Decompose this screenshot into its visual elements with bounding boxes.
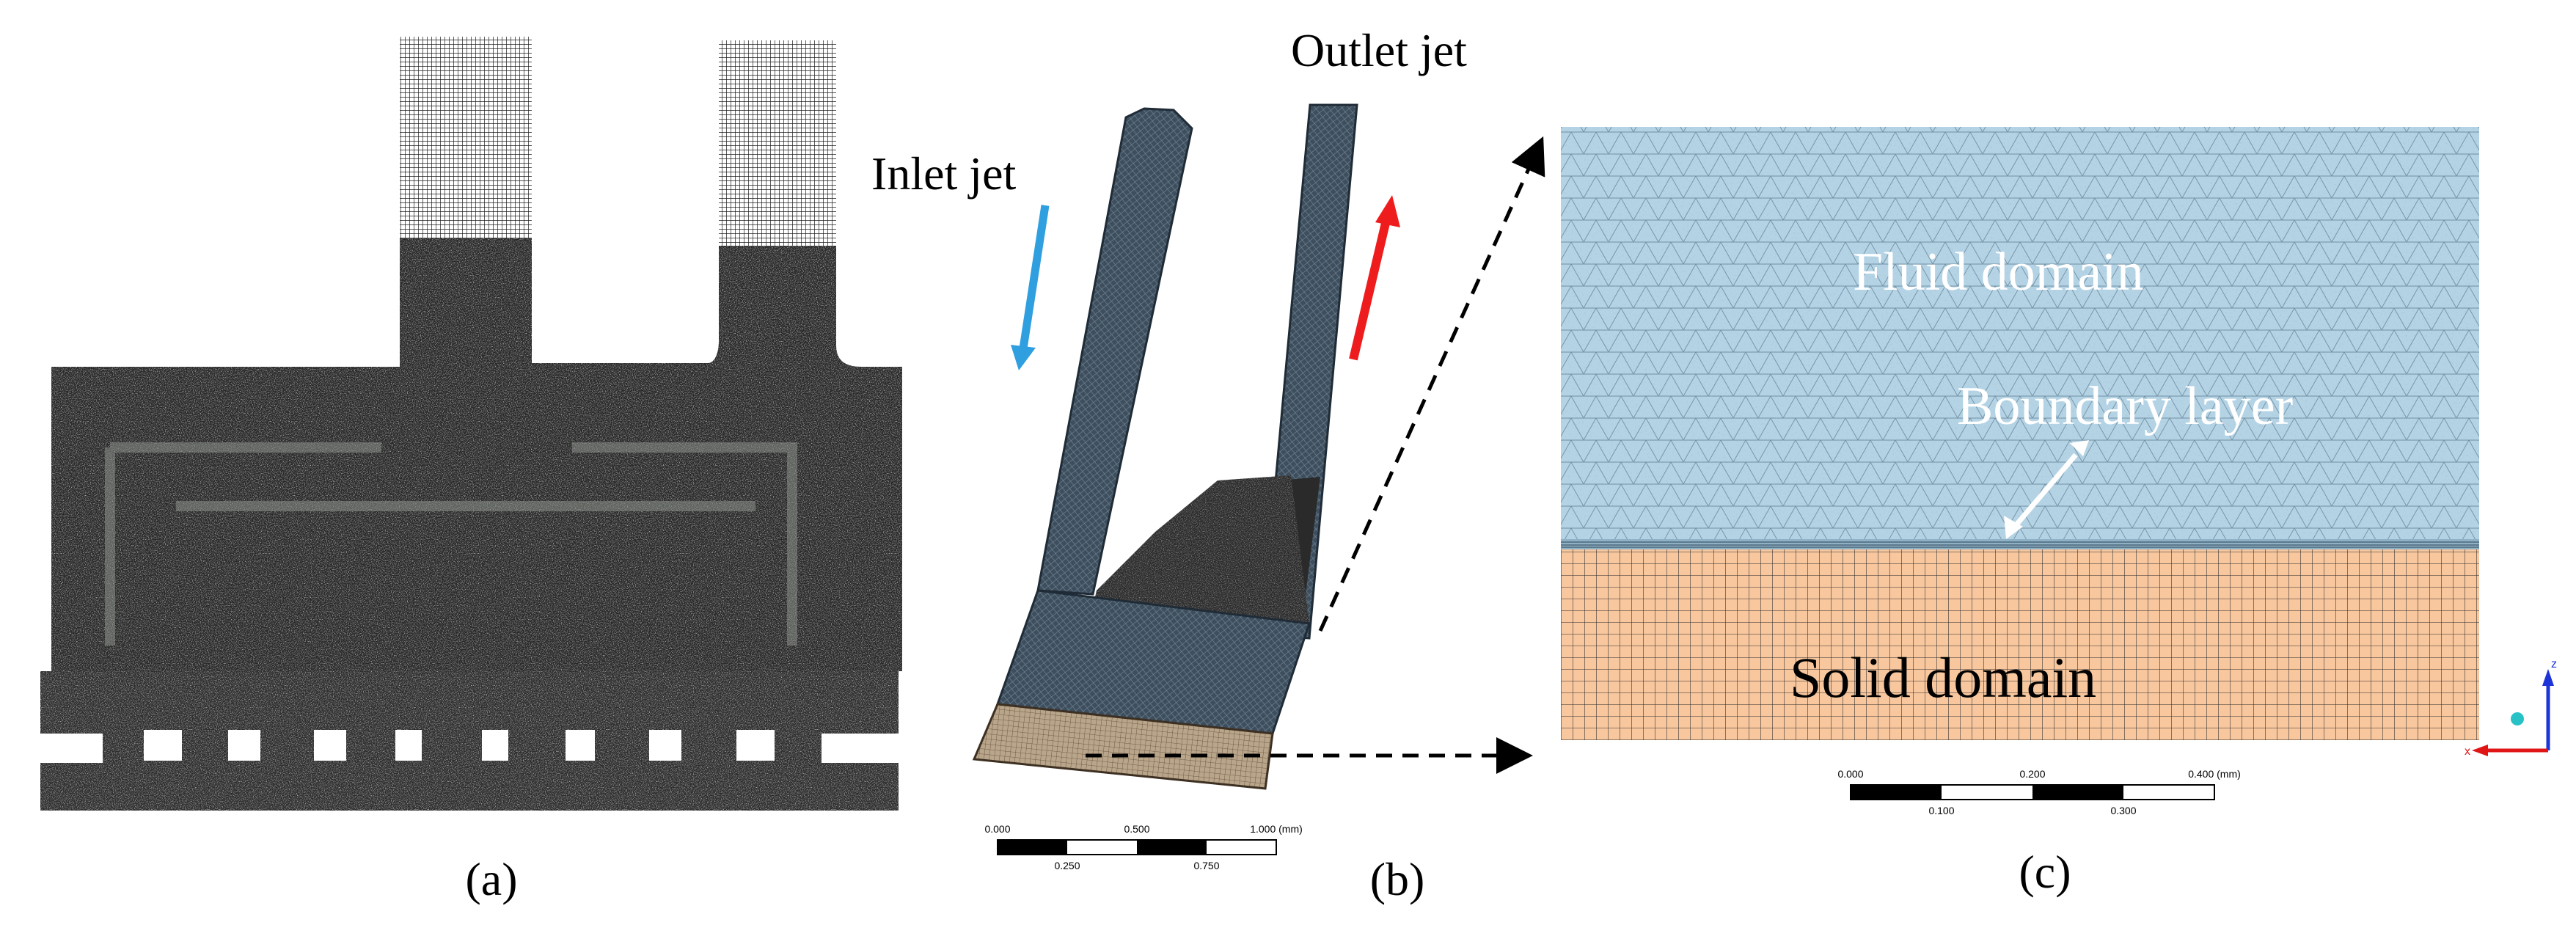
- scale-seg-b-2: [1137, 840, 1207, 855]
- scale-b-top-2: 1.000 (mm): [1250, 823, 1303, 835]
- scale-c-bot-1: 0.300: [2110, 805, 2136, 816]
- inlet-jet-grid-a: [400, 37, 532, 238]
- substrate-b: [972, 703, 1274, 790]
- gap-1: [144, 730, 182, 761]
- scale-b-bot-1: 0.750: [1193, 860, 1219, 871]
- scale-bar-c: 0.000 0.200 0.400 (mm) 0.100 0.300: [1837, 768, 2240, 816]
- inlet-arrow: [1019, 205, 1050, 349]
- scale-seg-c-2: [2032, 785, 2123, 800]
- inlet-jet-label: Inlet jet: [871, 147, 1016, 200]
- caption-c: (c): [2019, 846, 2071, 898]
- scale-b-top-1: 0.500: [1124, 823, 1149, 835]
- caption-b: (b): [1370, 853, 1425, 905]
- gap-6: [566, 730, 595, 761]
- outlet-arrow: [1349, 219, 1391, 361]
- panel-a: (a): [40, 37, 902, 905]
- scale-c-top-0: 0.000: [1837, 768, 1863, 780]
- inner-channel-a: [105, 442, 797, 646]
- gap-7: [649, 730, 681, 761]
- outlet-jet-label: Outlet jet: [1291, 24, 1467, 76]
- panel-c: Fluid domain Boundary layer Solid domain…: [1561, 127, 2557, 898]
- gap-8: [736, 730, 775, 761]
- inlet-arrow-head: [1011, 345, 1036, 370]
- scale-b-bot-0: 0.250: [1054, 860, 1080, 871]
- gap-5: [482, 730, 508, 761]
- solid-domain: [1561, 549, 2479, 740]
- fluid-domain-label: Fluid domain: [1853, 242, 2144, 302]
- notch-right: [822, 734, 899, 763]
- gap-4: [395, 730, 422, 761]
- scale-bar-b: 0.000 0.500 1.000 (mm) 0.250 0.750: [984, 823, 1302, 871]
- teeth-row-a: [40, 671, 899, 763]
- boundary-layer-label: Boundary layer: [1957, 376, 2293, 436]
- caption-a: (a): [465, 853, 517, 905]
- boundary-layer-pointer: [2011, 453, 2078, 530]
- scale-c-bot-0: 0.100: [1928, 805, 1954, 816]
- gap-2: [228, 730, 260, 761]
- outlet-arrow-head: [1375, 195, 1400, 227]
- boundary-layer: [1561, 539, 2479, 549]
- axis-z-label: z: [2551, 658, 2557, 670]
- outlet-jet-grid-a: [719, 40, 836, 246]
- scale-seg-b-1: [998, 840, 1067, 855]
- panel-b: Inlet jet Outlet jet 0.000 0.500 1.000 (…: [871, 24, 1545, 905]
- zoom-arrow-top: [1318, 136, 1545, 632]
- axis-x-label: x: [2465, 745, 2470, 758]
- scale-c-top-1: 0.200: [2019, 768, 2045, 780]
- scale-c-top-2: 0.400 (mm): [2188, 768, 2241, 780]
- notch-left: [40, 734, 103, 763]
- mesh-a-body: [40, 37, 902, 811]
- gap-3: [314, 730, 346, 761]
- axis-triad: z x: [2465, 658, 2557, 758]
- solid-domain-label: Solid domain: [1790, 646, 2096, 709]
- scale-b-top-0: 0.000: [984, 823, 1010, 835]
- scale-seg-c-1: [1851, 785, 1942, 800]
